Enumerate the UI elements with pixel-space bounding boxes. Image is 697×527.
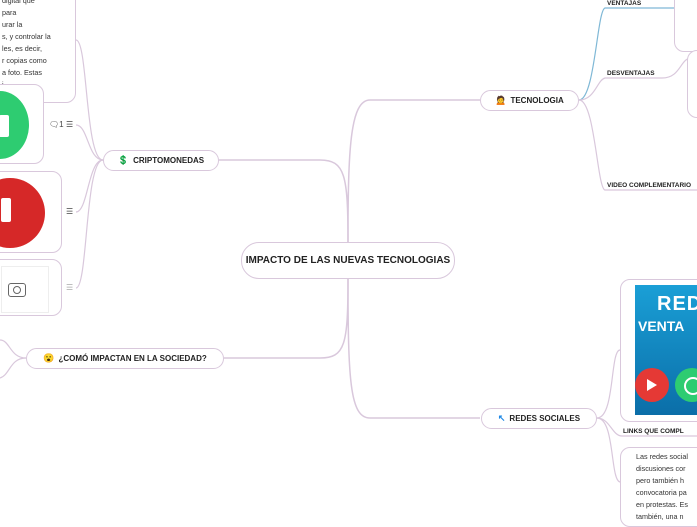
topic-desventajas[interactable]: DESVENTAJAS <box>607 70 655 77</box>
paragraph-line: les, es decir, <box>2 44 42 53</box>
paragraph-line: discusiones cor <box>636 464 686 473</box>
comment-count: 1 <box>59 120 64 129</box>
menu-icon-2[interactable]: ☰ <box>66 207 74 216</box>
redes-paragraph-card[interactable]: Las redes social discusiones cor pero tamb… <box>620 447 697 527</box>
paragraph-line: s, y controlar la <box>2 32 51 41</box>
camera-icon <box>8 283 26 297</box>
comment-indicator[interactable]: 🗨1 <box>49 120 64 129</box>
menu-icon-3[interactable]: ☰ <box>66 283 74 292</box>
central-title: IMPACTO DE LAS NUEVAS TECNOLOGIAS <box>245 254 451 266</box>
paragraph-line: Las redes social <box>636 452 688 461</box>
person-icon: 🙍 <box>495 95 507 105</box>
redes-paragraph: Las redes social discusiones cor pero tamb… <box>636 451 697 523</box>
cursor-arrow-icon: ↖ <box>497 413 506 423</box>
ventajas-card[interactable] <box>674 0 697 52</box>
cripto-paragraph: digital que para urar la s, y controlar la l… <box>2 0 75 91</box>
branch-sociedad-label: ¿COMÓ IMPACTAN EN LA SOCIEDAD? <box>58 354 207 363</box>
topic-links-complementarios[interactable]: LINKS QUE COMPL <box>623 428 684 435</box>
image-title-line1: RED <box>657 293 697 315</box>
paragraph-line: para <box>2 8 17 17</box>
paragraph-line: digital que <box>2 0 35 5</box>
branch-tecnologia[interactable]: 🙍 TECNOLOGIA <box>480 90 579 111</box>
thumbs-up-icon <box>0 91 29 159</box>
thumbs-down-card[interactable] <box>0 171 62 253</box>
desventajas-card[interactable] <box>687 50 697 118</box>
image-title-line2: VENTA <box>638 318 685 334</box>
paragraph-line: a foto. Estas <box>2 68 42 77</box>
paragraph-line: r copias como <box>2 56 47 65</box>
paragraph-line: urar la <box>2 20 23 29</box>
menu-icon[interactable]: ☰ <box>66 120 74 129</box>
branch-criptomonedas[interactable]: 💲 CRIPTOMONEDAS <box>103 150 219 171</box>
image-placeholder-card[interactable] <box>0 259 62 316</box>
redes-image: RED VENTA <box>635 285 697 415</box>
thumbs-up-card[interactable] <box>0 84 44 164</box>
topic-video-complementario[interactable]: VIDEO COMPLEMENTARIO <box>607 182 692 189</box>
surprised-face-icon: 😮 <box>43 353 55 363</box>
comment-icon: 🗨 <box>49 120 60 129</box>
dollar-icon: 💲 <box>117 155 130 165</box>
paragraph-line: también, una n <box>636 512 684 521</box>
branch-redes-sociales[interactable]: ↖ REDES SOCIALES <box>481 408 597 429</box>
branch-sociedad[interactable]: 😮 ¿COMÓ IMPACTAN EN LA SOCIEDAD? <box>26 348 224 369</box>
paragraph-line: convocatoria pa <box>636 488 687 497</box>
branch-tecnologia-label: TECNOLOGIA <box>510 96 564 105</box>
paragraph-line: pero también h <box>636 476 684 485</box>
youtube-icon <box>635 368 669 402</box>
paragraph-line: en protestas. Es <box>636 500 688 509</box>
central-topic[interactable]: IMPACTO DE LAS NUEVAS TECNOLOGIAS <box>241 242 455 279</box>
branch-cripto-label: CRIPTOMONEDAS <box>133 156 205 165</box>
image-placeholder <box>1 266 49 313</box>
topic-ventajas[interactable]: VENTAJAS <box>607 0 642 7</box>
whatsapp-icon <box>675 368 697 402</box>
redes-image-card[interactable]: RED VENTA <box>620 279 697 422</box>
branch-redes-label: REDES SOCIALES <box>509 414 581 423</box>
thumbs-down-icon <box>0 178 45 248</box>
